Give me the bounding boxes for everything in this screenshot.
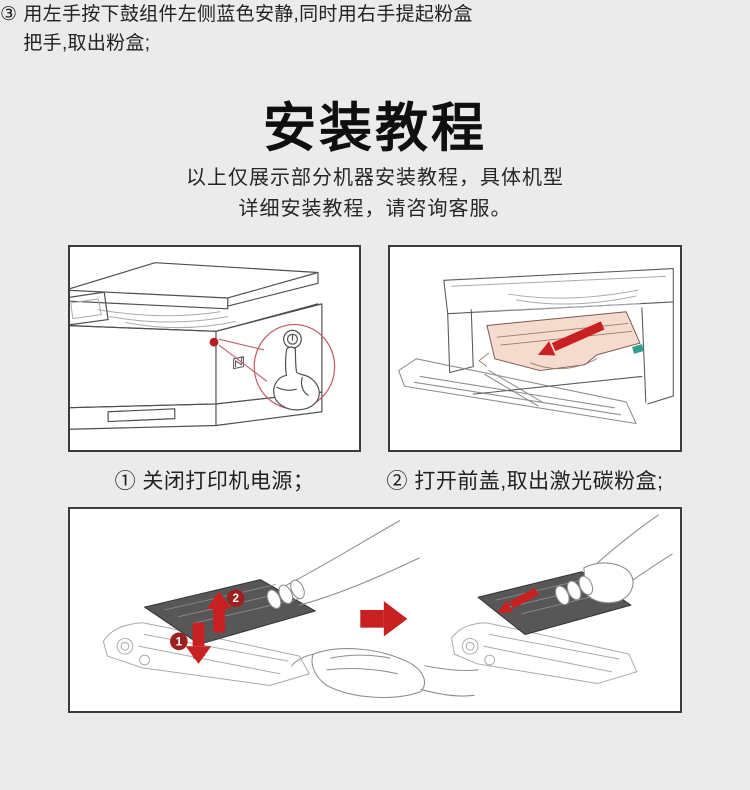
- remove-cartridge-arrow: [537, 321, 605, 356]
- step3-caption: ③ 用左手按下鼓组件左侧蓝色安静,同时用右手提起粉盒 把手,取出粉盒;: [0, 0, 500, 58]
- power-button-icon: [283, 329, 302, 349]
- step1-number: ①: [114, 470, 137, 493]
- step2-caption: ② 打开前盖,取出激光碳粉盒;: [358, 465, 692, 495]
- step1-text: 关闭打印机电源；: [142, 470, 315, 493]
- hand-removing-cartridge: [554, 514, 673, 606]
- subtitle-line-2: 详细安装教程，请咨询客服。: [238, 198, 512, 220]
- step3-number: ③: [0, 4, 18, 25]
- step3-illustration-panel: 2 1: [68, 507, 682, 713]
- step3-text-line-1: 用左手按下鼓组件左侧蓝色安静,同时用右手提起粉盒: [23, 4, 473, 25]
- badge-1: 1: [176, 635, 183, 648]
- printer-open-front-cover-remove-toner-illustration: [398, 268, 674, 425]
- step3-text-line-2: 把手,取出粉盒;: [23, 33, 151, 54]
- press-drum-lock-lift-toner-handle-illustration: 2 1: [102, 514, 673, 699]
- press-down-arrow: 1: [170, 622, 212, 664]
- drum-unit-right: [450, 622, 638, 685]
- step1-illustration-panel: [68, 245, 361, 452]
- next-step-arrow: [360, 601, 408, 637]
- left-hand-pressing: [291, 648, 479, 699]
- lift-up-arrow: 2: [206, 589, 245, 633]
- step2-illustration-panel: [388, 245, 682, 452]
- step3-text: 用左手按下鼓组件左侧蓝色安静,同时用右手提起粉盒 把手,取出粉盒;: [23, 0, 472, 58]
- right-hand-lifting: [266, 520, 420, 609]
- subtitle-line-1: 以上仅展示部分机器安装教程，具体机型: [186, 167, 564, 189]
- step2-text: 打开前盖,取出激光碳粉盒;: [414, 470, 664, 493]
- step1-caption: ① 关闭打印机电源；: [68, 465, 361, 495]
- page-subtitle: 以上仅展示部分机器安装教程，具体机型 详细安装教程，请咨询客服。: [0, 163, 750, 225]
- power-button-dot: [209, 337, 219, 347]
- step2-number: ②: [386, 470, 408, 493]
- pressing-hand-icon: [273, 346, 320, 411]
- printer-power-button-press-illustration: [70, 262, 336, 430]
- badge-2: 2: [232, 592, 239, 605]
- drum-unit-left: [102, 622, 310, 686]
- pull-out-arrow: [497, 587, 539, 613]
- page-title: 安装教程: [263, 99, 487, 158]
